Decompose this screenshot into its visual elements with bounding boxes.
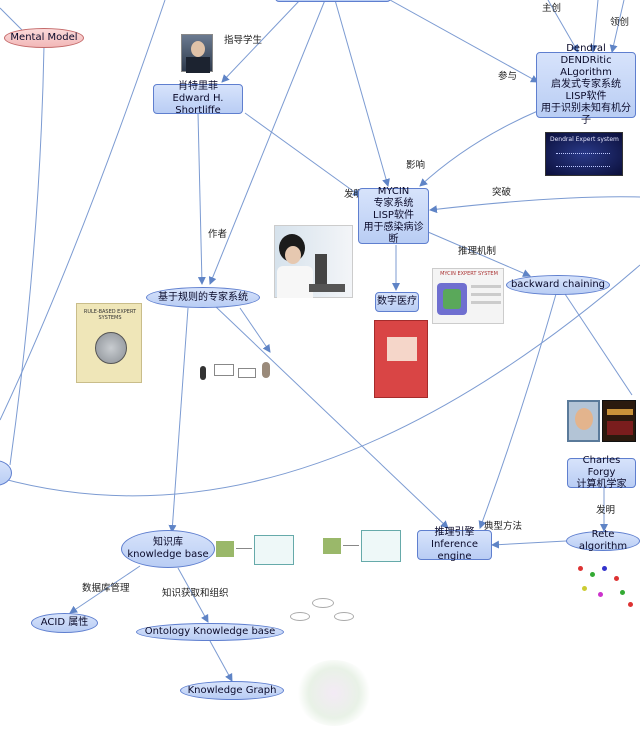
- node-ontology-label: Ontology Knowledge base: [144, 626, 276, 637]
- node-dendral-line4: LISP软件: [565, 91, 607, 102]
- node-mycin-line1: MYCIN: [377, 186, 410, 197]
- node-backward-chaining-label: backward chaining: [510, 279, 606, 290]
- node-ontology[interactable]: Ontology Knowledge base: [136, 623, 284, 641]
- mycin-book-title: MYCIN EXPERT SYSTEM: [440, 271, 498, 277]
- edge-backward-engine: [478, 293, 557, 529]
- node-acid-label: ACID 属性: [40, 617, 89, 628]
- shortliffe-photo: [181, 34, 213, 73]
- knowledge-graph-image: [296, 660, 372, 726]
- node-digital-medicine-label: 数字医疗: [377, 296, 417, 307]
- node-backward-chaining[interactable]: backward chaining: [506, 275, 610, 295]
- dendral-screenshot: Dendral Expert system: [545, 132, 623, 176]
- edge-label-author: 作者: [208, 229, 228, 240]
- node-shortliffe[interactable]: 肖特里菲 Edward H. Shortliffe: [153, 81, 243, 116]
- kb-diagram-image-2: [323, 528, 401, 562]
- edge-label-knowledge-acquisition: 知识获取和组织: [162, 588, 229, 599]
- kb-diagram-image-1: [216, 533, 294, 565]
- node-charles-forgy-line1: Charles Forgy: [582, 455, 621, 478]
- dendral-screenshot-title: Dendral Expert system: [550, 136, 619, 143]
- node-knowledge-base-line1: 知识库: [153, 537, 183, 548]
- node-dendral-line3: 启发式专家系统: [551, 79, 621, 90]
- node-charles-forgy[interactable]: Charles Forgy 计算机学家: [567, 455, 636, 490]
- node-knowledge-graph-label: Knowledge Graph: [187, 684, 277, 696]
- node-mycin[interactable]: MYCIN 专家系统 LISP软件 用于感染病诊断: [358, 186, 429, 245]
- node-rete-label: Rete algorithm: [578, 529, 628, 552]
- node-knowledge-base[interactable]: 知识库 knowledge base: [121, 530, 215, 568]
- node-rule-based-label: 基于规则的专家系统: [158, 291, 248, 303]
- rule-diagram-image: [200, 358, 276, 386]
- edge-lead2: [609, 0, 625, 53]
- node-dendral-line5: 用于识别未知有机分子: [541, 103, 631, 126]
- node-knowledge-base-line2: knowledge base: [127, 549, 209, 560]
- edge-right-mycin: [429, 196, 640, 214]
- edge-mycin-backward: [427, 231, 531, 277]
- edge-ontology-kg: [209, 640, 233, 682]
- node-digital-medicine[interactable]: 数字医疗: [375, 292, 419, 312]
- edge-backward-right: [564, 293, 633, 396]
- edge-shortliffe-mycin: [244, 112, 361, 197]
- node-mycin-line3: LISP软件: [373, 210, 414, 221]
- node-shortliffe-line1: 肖特里菲: [178, 81, 218, 92]
- edge-top-shortliffe: [221, 0, 301, 83]
- node-mycin-line4: 用于感染病诊断: [363, 222, 424, 245]
- red-book: [374, 320, 428, 398]
- node-acid[interactable]: ACID 属性: [31, 613, 98, 633]
- edge-label-influence: 影响: [406, 160, 426, 171]
- edge-founder: [547, 0, 579, 53]
- edge-top-dendral: [389, 0, 539, 83]
- node-mental-model[interactable]: Mental Model: [4, 28, 84, 48]
- node-rule-based[interactable]: 基于规则的专家系统: [146, 287, 260, 308]
- microscope-photo: [274, 225, 353, 298]
- rule-based-book: RULE-BASED EXPERT SYSTEMS: [76, 303, 142, 383]
- edge-dendral-mycin: [419, 109, 541, 187]
- edge-top-left: [0, 7, 23, 31]
- edge-label-db-management: 数据库管理: [82, 583, 130, 594]
- edge-kb-ontology: [177, 567, 209, 623]
- node-dendral-line1: Dendral: [566, 43, 606, 54]
- node-inference-engine-line2: Inference engine: [431, 539, 478, 562]
- edge-label-invented: 发明: [596, 505, 616, 516]
- edge-rulebased-engine: [214, 305, 449, 529]
- node-inference-engine[interactable]: 推理引擎 Inference engine: [417, 527, 492, 562]
- edge-label-breakthrough: 突破: [492, 187, 512, 198]
- edge-label-founder: 主创: [542, 3, 562, 14]
- node-mycin-line2: 专家系统: [373, 198, 414, 209]
- edge-label-participate: 参与: [498, 71, 518, 82]
- edge-top-rulebased: [208, 0, 326, 285]
- node-inference-engine-line1: 推理引擎: [434, 527, 475, 538]
- node-knowledge-graph[interactable]: Knowledge Graph: [180, 681, 284, 700]
- edge-kb-acid: [69, 565, 141, 614]
- node-dendral[interactable]: Dendral DENDRitic ALgorithm 启发式专家系统 LISP…: [536, 43, 636, 126]
- edge-label-invent: 发明: [344, 189, 364, 200]
- edge-label-typical-method: 典型方法: [484, 521, 523, 532]
- rete-network-image: [568, 562, 640, 612]
- forgy-book: [602, 400, 636, 442]
- edge-shortliffe-rulebased: [197, 112, 206, 285]
- node-dendral-line2: DENDRitic ALgorithm: [560, 55, 612, 78]
- edge-rulebased-kb: [168, 307, 189, 533]
- edge-rete-engine: [491, 540, 567, 549]
- edge-rulebased-img: [239, 307, 271, 353]
- edge-label-inference-mechanism: 推理机制: [458, 246, 497, 257]
- node-charles-forgy-line2: 计算机学家: [576, 479, 627, 490]
- partial-node-top[interactable]: [275, 0, 391, 2]
- rule-based-book-title: RULE-BASED EXPERT SYSTEMS: [83, 309, 137, 321]
- node-mental-model-label: Mental Model: [10, 32, 78, 43]
- node-rete[interactable]: Rete algorithm: [566, 529, 640, 552]
- forgy-photo: [567, 400, 600, 442]
- edge-lead: [589, 0, 599, 53]
- edge-label-advisor: 指导学生: [224, 35, 263, 46]
- mycin-book: MYCIN EXPERT SYSTEM: [432, 268, 504, 324]
- node-shortliffe-line2: Edward H. Shortliffe: [172, 93, 224, 116]
- ontology-sketch-image: [282, 596, 356, 626]
- edge-big-arc: [0, 264, 640, 497]
- edge-label-lead: 领创: [610, 17, 630, 28]
- edge-mental-down: [9, 45, 45, 466]
- edge-top-mycin: [334, 0, 390, 187]
